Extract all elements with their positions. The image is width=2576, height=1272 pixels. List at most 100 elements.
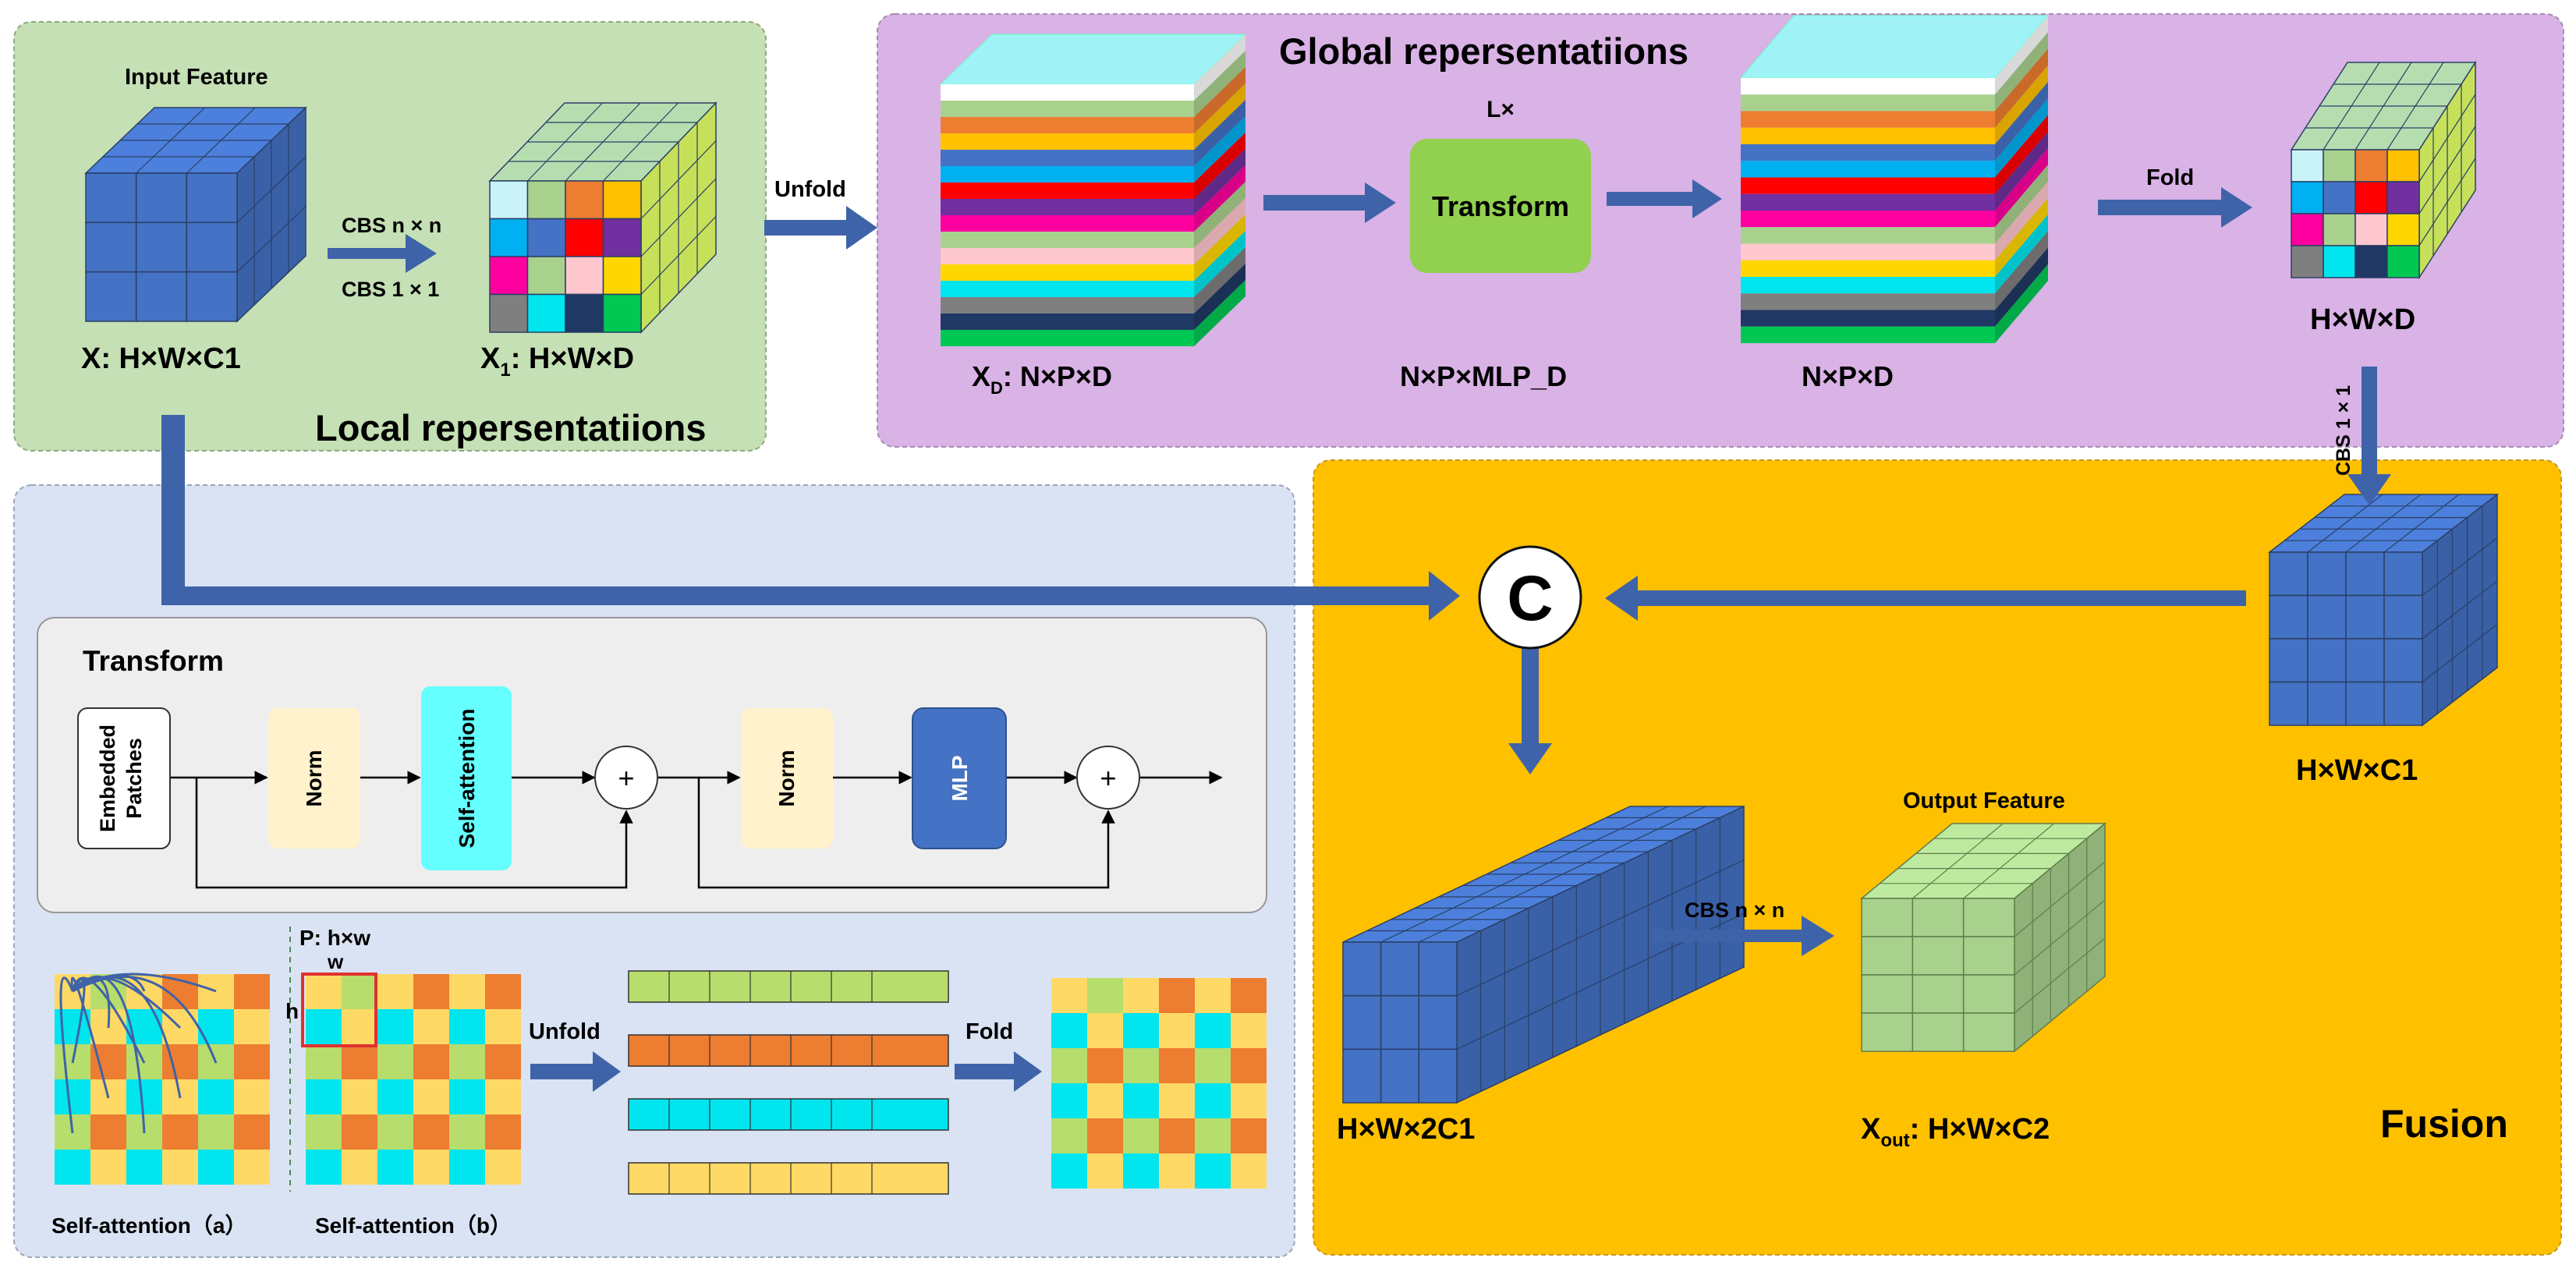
checker-cell bbox=[234, 1079, 270, 1114]
checker-cell bbox=[1051, 1013, 1087, 1048]
cbs-bottom-label: CBS 1 × 1 bbox=[342, 278, 439, 301]
cube-cell bbox=[2323, 181, 2356, 214]
cbs-vertical-label: CBS 1 × 1 bbox=[2333, 385, 2355, 476]
checker-cell bbox=[1159, 1048, 1195, 1083]
x1-rest: : H×W×D bbox=[511, 342, 634, 375]
patch-fold-arrow bbox=[955, 1051, 1042, 1092]
checker-cell bbox=[1087, 1083, 1123, 1118]
stripe bbox=[1741, 111, 1995, 128]
checker-cell bbox=[1087, 1013, 1123, 1048]
cube-cell bbox=[2386, 213, 2420, 246]
cube-cell bbox=[1342, 1048, 1382, 1104]
stripe bbox=[941, 166, 1194, 182]
cube-cell bbox=[526, 293, 566, 333]
cbs-nxn-label: CBS n × n bbox=[1685, 898, 1784, 922]
stripe bbox=[941, 182, 1194, 199]
transform-lines bbox=[170, 771, 1223, 889]
cube-cell bbox=[2386, 181, 2420, 214]
checker-cell bbox=[1051, 978, 1087, 1013]
cube-cell bbox=[1861, 1012, 1914, 1052]
checker-cell bbox=[306, 1009, 342, 1044]
h-label: h bbox=[285, 999, 299, 1023]
checker-cell bbox=[162, 1114, 198, 1150]
global-transform-label: Transform bbox=[1432, 190, 1569, 222]
checker-cell bbox=[1087, 1118, 1123, 1153]
patch-fold-label: Fold bbox=[966, 1019, 1013, 1044]
unfolded-strips bbox=[628, 970, 949, 1195]
xd-label: XD: N×P×D bbox=[972, 360, 1112, 398]
cube-cell bbox=[2355, 149, 2388, 182]
checker-cell bbox=[377, 1009, 413, 1044]
checker-cell bbox=[342, 1150, 377, 1185]
fold-label: Fold bbox=[2146, 165, 2194, 190]
checker-cell bbox=[198, 1150, 234, 1185]
cube-cell bbox=[2345, 551, 2385, 597]
checker-cell bbox=[126, 1079, 162, 1114]
stripe bbox=[1741, 161, 1995, 178]
checker-cell bbox=[1123, 1083, 1159, 1118]
xout-sub: out bbox=[1880, 1130, 1909, 1151]
checker-cell bbox=[485, 1079, 521, 1114]
checker-cell bbox=[377, 1044, 413, 1079]
checker-cell bbox=[1051, 1083, 1087, 1118]
checker-cell bbox=[1231, 1083, 1267, 1118]
stripe bbox=[1741, 78, 1995, 95]
xout-rest: : H×W×C2 bbox=[1910, 1113, 2050, 1146]
cube-cell bbox=[1962, 1012, 2015, 1052]
cube-cell bbox=[1380, 1048, 1420, 1104]
cube-cell bbox=[2383, 594, 2423, 640]
stripe bbox=[1741, 326, 1995, 343]
checker-cell bbox=[126, 1150, 162, 1185]
cube-cell bbox=[2355, 181, 2388, 214]
checker-cell bbox=[1159, 978, 1195, 1013]
checker-cell bbox=[1195, 1013, 1231, 1048]
cube-cell bbox=[1912, 1012, 1965, 1052]
stripe bbox=[1741, 94, 1995, 112]
checker-cell bbox=[198, 974, 234, 1009]
stripe bbox=[941, 330, 1194, 346]
cube-cell bbox=[1418, 1048, 1458, 1104]
output-feature-caption: Output Feature bbox=[1903, 788, 2065, 813]
checker-cell bbox=[1195, 978, 1231, 1013]
checker-cell bbox=[1231, 978, 1267, 1013]
cube-cell bbox=[489, 218, 529, 257]
norm-label-2: Norm bbox=[774, 749, 799, 806]
cube-cell bbox=[2307, 551, 2347, 597]
checker-cell bbox=[342, 1114, 377, 1150]
hw2c1-label: H×W×2C1 bbox=[1337, 1113, 1475, 1146]
checker-cell bbox=[413, 1150, 449, 1185]
unfold-arrow bbox=[764, 206, 877, 250]
cube-cell bbox=[1912, 974, 1965, 1014]
plus-label-2: + bbox=[1100, 762, 1116, 794]
cube-cell bbox=[565, 293, 604, 333]
attention-arc bbox=[70, 976, 110, 1099]
attention-arc bbox=[71, 978, 86, 1064]
checker-cell bbox=[1123, 1118, 1159, 1153]
checker-cell bbox=[1159, 1083, 1195, 1118]
patches-label: Patches bbox=[122, 738, 146, 819]
checker-cell bbox=[342, 1009, 377, 1044]
global-transform-block bbox=[1410, 139, 1591, 273]
checker-cell bbox=[1231, 1153, 1267, 1189]
strip bbox=[628, 1034, 949, 1067]
cube-cell bbox=[602, 293, 642, 333]
stripe bbox=[941, 297, 1194, 314]
cube-cell bbox=[602, 218, 642, 257]
checker-cell bbox=[306, 1114, 342, 1150]
cube-cell bbox=[2269, 638, 2308, 683]
cube-cell bbox=[2383, 551, 2423, 597]
hwc1-to-concat-arrow bbox=[1605, 576, 2246, 621]
transform-panel-title: Transform bbox=[83, 645, 224, 677]
xd-cube bbox=[939, 34, 1247, 346]
stripe bbox=[1741, 293, 1995, 310]
cube-cell bbox=[2269, 551, 2308, 597]
checker-cell bbox=[306, 1044, 342, 1079]
stripe bbox=[1741, 127, 1995, 144]
checker-cell bbox=[449, 1044, 485, 1079]
checker-cell bbox=[1195, 1118, 1231, 1153]
checker-cell bbox=[1123, 1013, 1159, 1048]
cube-cell bbox=[2355, 213, 2388, 246]
w-label: w bbox=[327, 950, 344, 973]
cube-cell bbox=[2383, 638, 2423, 683]
